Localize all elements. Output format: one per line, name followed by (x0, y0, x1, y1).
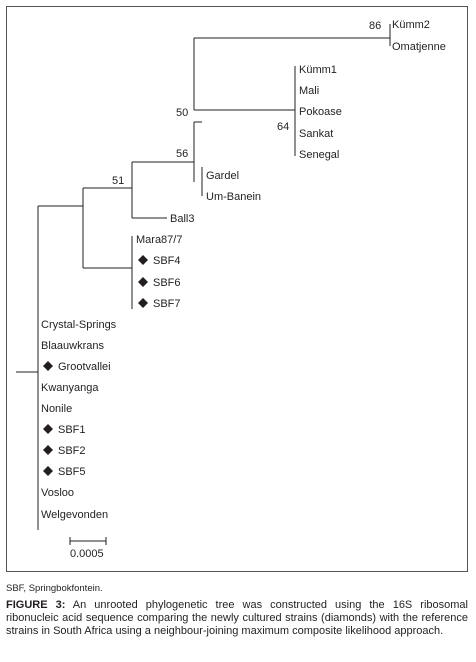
tree-branches (16, 24, 391, 545)
taxon-label: SBF6 (153, 277, 181, 289)
taxon-label: SBF7 (153, 298, 181, 310)
bootstrap-64: 64 (277, 121, 289, 133)
phylogenetic-tree: 86 50 64 56 51 Kümm2 Omatjenne Kümm1 Mal… (16, 19, 446, 560)
bootstrap-51: 51 (112, 175, 124, 187)
taxon-label: Sankat (299, 128, 333, 140)
taxon-label: Pokoase (299, 106, 342, 118)
taxon-label: SBF1 (58, 424, 86, 436)
taxon-label: Gardel (206, 170, 239, 182)
taxon-label: Kümm1 (299, 64, 337, 76)
taxon-labels: Kümm2 Omatjenne Kümm1 Mali Pokoase Sanka… (41, 19, 446, 521)
taxon-label: Vosloo (41, 487, 74, 499)
taxon-label: Mali (299, 85, 319, 97)
taxon-label: Crystal-Springs (41, 319, 117, 331)
taxon-label: Nonile (41, 403, 72, 415)
diamond-icon (43, 466, 53, 476)
taxon-label: Kümm2 (392, 19, 430, 31)
figure-caption: FIGURE 3: An unrooted phylogenetic tree … (6, 599, 468, 638)
diamond-icon (43, 361, 53, 371)
bootstrap-86: 86 (369, 20, 381, 32)
taxon-label: Um-Banein (206, 191, 261, 203)
diamond-icon (138, 255, 148, 265)
bootstrap-56: 56 (176, 148, 188, 160)
taxon-label: Kwanyanga (41, 382, 99, 394)
diamond-icon (138, 277, 148, 287)
diamond-icon (43, 445, 53, 455)
taxon-label: Omatjenne (392, 41, 446, 53)
abbreviation-note: SBF, Springbokfontein. (6, 583, 103, 594)
bootstrap-values: 86 50 64 56 51 (112, 20, 381, 187)
taxon-label: Welgevonden (41, 509, 108, 521)
taxon-label: Senegal (299, 149, 339, 161)
bootstrap-50: 50 (176, 107, 188, 119)
taxon-label: SBF4 (153, 255, 181, 267)
taxon-label: Ball3 (170, 213, 194, 225)
diamond-icon (138, 298, 148, 308)
taxon-label: Blaauwkrans (41, 340, 104, 352)
diamond-icon (43, 424, 53, 434)
caption-text: An unrooted phylogenetic tree was constr… (6, 599, 468, 637)
taxon-label: Grootvallei (58, 361, 111, 373)
taxon-label: SBF2 (58, 445, 86, 457)
caption-label: FIGURE 3: (6, 599, 66, 611)
taxon-label: SBF5 (58, 466, 86, 478)
figure-frame (6, 6, 468, 572)
scale-bar-label: 0.0005 (70, 548, 104, 560)
taxon-label: Mara87/7 (136, 234, 182, 246)
diamond-markers (43, 255, 148, 476)
